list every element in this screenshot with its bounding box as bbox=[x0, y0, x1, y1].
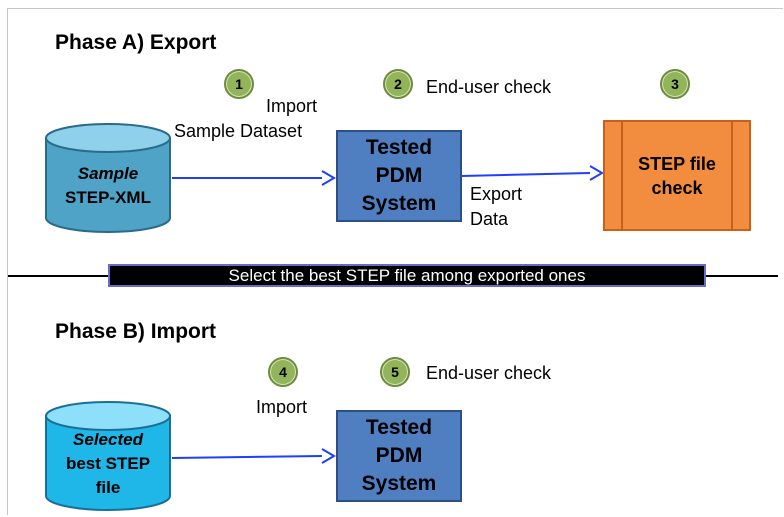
end-user-check-label-b: End-user check bbox=[426, 363, 552, 383]
export-label-line2: Data bbox=[470, 209, 509, 229]
pdm-b-line3: System bbox=[361, 472, 437, 495]
step-file-check-box: STEP file check bbox=[603, 120, 751, 231]
cylinder-a-line1: Sample bbox=[77, 164, 139, 183]
cylinder-b-line3: file bbox=[95, 478, 121, 497]
cylinder-b-line2: best STEP bbox=[65, 454, 151, 473]
pdm-a-line3: System bbox=[361, 192, 437, 215]
import-label-b: Import bbox=[256, 397, 308, 417]
step-box-right-bar bbox=[731, 122, 733, 229]
tested-pdm-system-b: Tested PDM System bbox=[336, 410, 462, 502]
step-badge-3: 3 bbox=[660, 69, 690, 99]
step-box-left-bar bbox=[621, 122, 623, 229]
separator-line-right bbox=[704, 275, 778, 277]
arrow-export-a bbox=[462, 165, 604, 181]
step-check-line2: check bbox=[651, 178, 703, 198]
step-badge-2: 2 bbox=[383, 69, 413, 99]
step-badge-5: 5 bbox=[380, 357, 410, 387]
pdm-b-line1: Tested bbox=[365, 416, 433, 439]
import-label-a-line1: Import bbox=[266, 96, 318, 116]
selected-step-cylinder: Selected best STEP file bbox=[44, 400, 172, 512]
cylinder-shape-b bbox=[45, 401, 171, 511]
pdm-b-line2: PDM bbox=[375, 444, 423, 467]
cylinder-a-line2: STEP-XML bbox=[65, 188, 151, 207]
step-check-line1: STEP file bbox=[638, 154, 716, 174]
step-badge-1: 1 bbox=[224, 69, 254, 99]
pdm-a-line2: PDM bbox=[375, 164, 423, 187]
sample-dataset-cylinder: Sample STEP-XML bbox=[44, 122, 172, 234]
phase-b-title: Phase B) Import bbox=[55, 320, 217, 343]
arrow-import-a bbox=[172, 170, 336, 186]
separator-banner: Select the best STEP file among exported… bbox=[108, 264, 706, 287]
cylinder-shape bbox=[45, 123, 171, 233]
export-label-line1: Export bbox=[470, 184, 523, 204]
tested-pdm-system-a: Tested PDM System bbox=[336, 130, 462, 222]
diagram-frame bbox=[7, 8, 783, 515]
pdm-a-line1: Tested bbox=[365, 136, 433, 159]
arrow-import-b bbox=[172, 448, 336, 464]
step-check-text: STEP file check bbox=[605, 152, 749, 200]
phase-a-title: Phase A) Export bbox=[55, 31, 217, 54]
step-badge-4: 4 bbox=[268, 357, 298, 387]
end-user-check-label-a: End-user check bbox=[426, 77, 552, 97]
cylinder-b-line1: Selected bbox=[73, 430, 143, 449]
import-label-a-line2: Sample Dataset bbox=[174, 121, 303, 141]
separator-line-left bbox=[8, 275, 110, 277]
